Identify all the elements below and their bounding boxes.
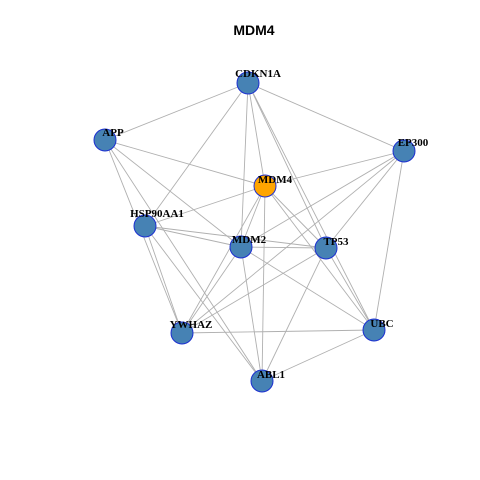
node-label-ywhaz: YWHAZ xyxy=(170,319,213,331)
node-app[interactable] xyxy=(93,128,117,152)
edge-mdm2-tp53 xyxy=(240,246,327,249)
node-label-ubc: UBC xyxy=(370,318,393,330)
edge-cdkn1a-mdm4 xyxy=(247,82,266,187)
node-ubc[interactable] xyxy=(362,318,386,342)
edge-ep300-ubc xyxy=(373,150,405,331)
node-ywhaz[interactable] xyxy=(170,321,194,345)
node-label-app: APP xyxy=(102,127,124,139)
node-hsp90aa1[interactable] xyxy=(133,214,157,238)
node-tp53[interactable] xyxy=(314,236,338,260)
graph-title: MDM4 xyxy=(233,22,274,38)
node-cdkn1a[interactable] xyxy=(236,71,260,95)
edge-cdkn1a-tp53 xyxy=(247,82,327,249)
edge-hsp90aa1-ywhaz xyxy=(144,225,183,334)
node-label-ep300: EP300 xyxy=(398,137,429,149)
edge-tp53-abl1 xyxy=(261,247,327,382)
node-mdm4[interactable] xyxy=(253,174,277,198)
node-mdm2[interactable] xyxy=(229,235,253,259)
edge-ep300-ywhaz xyxy=(181,150,405,334)
edge-mdm4-ubc xyxy=(264,185,375,331)
edge-cdkn1a-ep300 xyxy=(247,82,405,152)
edge-mdm4-hsp90aa1 xyxy=(144,185,266,227)
node-label-mdm4: MDM4 xyxy=(258,174,293,186)
edge-ubc-abl1 xyxy=(261,329,375,382)
edge-mdm2-ubc xyxy=(240,246,375,331)
nodes-layer xyxy=(93,71,416,393)
edge-ep300-mdm4 xyxy=(264,150,405,187)
node-label-mdm2: MDM2 xyxy=(232,234,267,246)
edge-mdm4-tp53 xyxy=(264,185,327,249)
edge-mdm4-abl1 xyxy=(261,185,266,382)
edge-hsp90aa1-mdm2 xyxy=(144,225,242,248)
edges-layer xyxy=(104,82,405,382)
edge-ywhaz-ubc xyxy=(181,329,375,334)
edge-cdkn1a-hsp90aa1 xyxy=(144,82,249,227)
node-label-hsp90aa1: HSP90AA1 xyxy=(130,208,184,220)
edge-app-mdm4 xyxy=(104,139,266,187)
edge-ep300-mdm2 xyxy=(240,150,405,248)
edge-mdm4-ywhaz xyxy=(181,185,266,334)
node-ep300[interactable] xyxy=(392,139,416,163)
node-label-tp53: TP53 xyxy=(323,236,349,248)
edge-mdm2-ywhaz xyxy=(181,246,242,334)
edge-cdkn1a-mdm2 xyxy=(240,82,249,248)
node-label-abl1: ABL1 xyxy=(257,369,285,381)
edge-mdm2-abl1 xyxy=(240,246,263,382)
edge-app-abl1 xyxy=(104,139,263,382)
edge-ep300-tp53 xyxy=(325,150,405,249)
node-abl1[interactable] xyxy=(250,369,274,393)
edge-tp53-ywhaz xyxy=(181,247,327,334)
edge-cdkn1a-ubc xyxy=(247,82,375,331)
edge-cdkn1a-app xyxy=(104,82,249,141)
edge-tp53-ubc xyxy=(325,247,375,331)
node-label-cdkn1a: CDKN1A xyxy=(235,68,281,80)
edge-app-mdm2 xyxy=(104,139,242,248)
edge-hsp90aa1-abl1 xyxy=(144,225,263,382)
